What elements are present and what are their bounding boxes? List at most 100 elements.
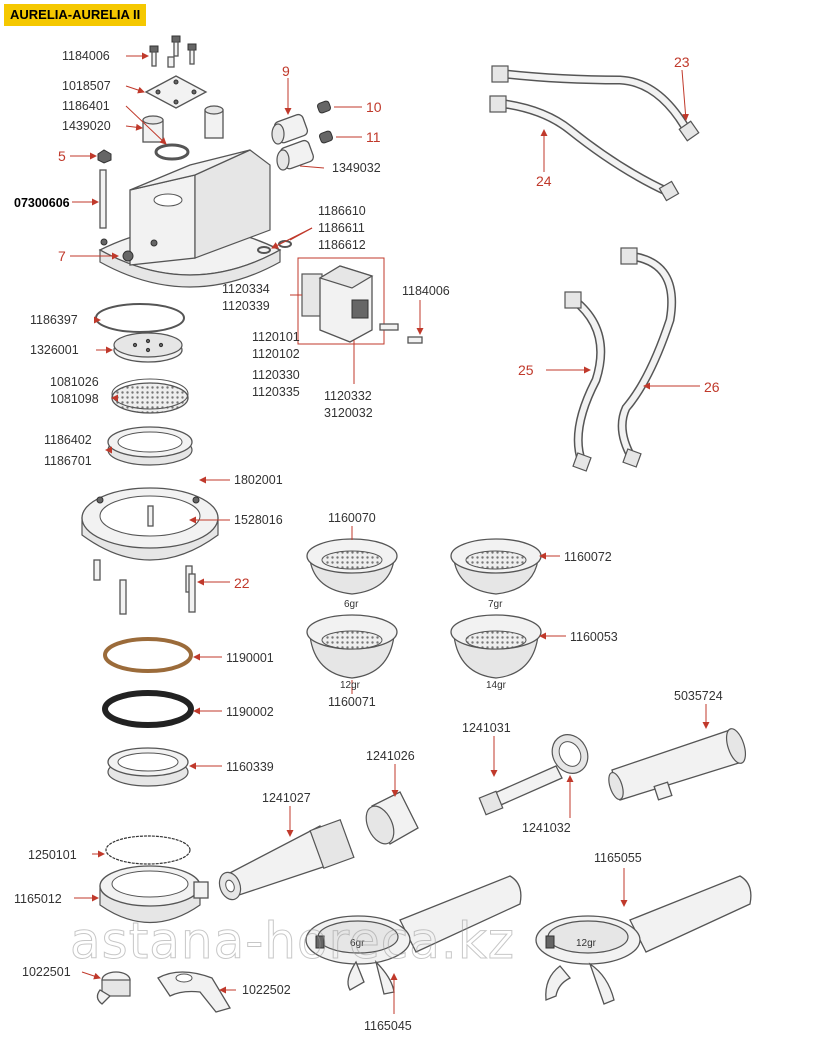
label-1349032: 1349032 [332, 161, 381, 175]
label-1120335: 1120335 [252, 385, 300, 399]
label-5035724: 5035724 [674, 689, 723, 703]
nut-5 [97, 149, 112, 164]
gasket-black [102, 690, 194, 728]
part-labels: 1184006 1018507 1186401 1439020 5 073006… [14, 49, 723, 1033]
label-1186402: 1186402 [44, 433, 92, 447]
filter-basket-6gr [306, 538, 398, 595]
label-1120330: 1120330 [252, 368, 300, 382]
portafilter-body [99, 865, 209, 923]
bolts-22 [93, 559, 196, 615]
label-1326001: 1326001 [30, 343, 79, 357]
spout-1022501 [96, 971, 131, 1005]
label-12gr-portafilter: 12gr [576, 938, 597, 949]
label-1250101: 1250101 [28, 848, 77, 862]
group-ring [81, 487, 219, 561]
handle-5035724 [608, 728, 747, 801]
label-12gr: 12gr [340, 680, 361, 691]
label-14gr: 14gr [486, 680, 507, 691]
spacer-ring [107, 426, 193, 466]
small-pin [167, 56, 175, 68]
pipe-24 [489, 95, 680, 202]
label-1160072: 1160072 [564, 550, 612, 564]
label-1160071: 1160071 [328, 695, 376, 709]
label-1120334: 1120334 [222, 282, 270, 296]
label-1165055: 1165055 [594, 851, 642, 865]
label-11: 11 [366, 129, 381, 145]
label-25: 25 [518, 362, 534, 378]
rod-1241031 [478, 765, 563, 816]
label-1186401: 1186401 [62, 99, 110, 113]
label-10: 10 [366, 99, 382, 115]
top-plate [144, 75, 208, 109]
label-1241031: 1241031 [462, 721, 511, 735]
filter-ring [107, 747, 189, 787]
watermark-text: astana-horeca.kz [70, 912, 515, 970]
label-1439020: 1439020 [62, 119, 111, 133]
label-23: 23 [674, 54, 690, 70]
label-1802001: 1802001 [234, 473, 283, 487]
group-body [98, 105, 282, 288]
label-1184006-top: 1184006 [62, 49, 110, 63]
label-22: 22 [234, 575, 250, 591]
label-1018507: 1018507 [62, 79, 111, 93]
label-6gr: 6gr [344, 599, 359, 610]
handle-1241027 [218, 818, 355, 901]
fitting-lower [276, 139, 315, 171]
label-7gr: 7gr [488, 599, 503, 610]
label-1081026: 1081026 [50, 375, 99, 389]
label-7: 7 [58, 248, 66, 264]
label-1241026: 1241026 [366, 749, 415, 763]
label-1184006-right: 1184006 [402, 284, 450, 298]
label-26: 26 [704, 379, 720, 395]
label-1528016: 1528016 [234, 513, 283, 527]
top-screw-2 [171, 35, 181, 57]
pipe-25 [564, 291, 606, 472]
label-1160070: 1160070 [328, 511, 376, 525]
sleeve-1241026 [365, 791, 419, 845]
label-1186610: 1186610 [318, 204, 366, 218]
pipe-23 [491, 65, 700, 142]
label-1190002: 1190002 [226, 705, 274, 719]
pipe-26 [617, 247, 677, 468]
label-1186611: 1186611 [318, 221, 365, 235]
label-9: 9 [282, 63, 290, 79]
label-6gr-portafilter: 6gr [350, 938, 365, 949]
label-1186397: 1186397 [30, 313, 78, 327]
label-1186612: 1186612 [318, 238, 366, 252]
label-1241032: 1241032 [522, 821, 571, 835]
diffuser [113, 332, 183, 363]
fitting-upper [271, 113, 309, 145]
label-1120102: 1120102 [252, 347, 300, 361]
plug-11 [318, 130, 334, 144]
label-1186701: 1186701 [44, 454, 92, 468]
diagram-title: AURELIA-AURELIA II [4, 4, 147, 26]
label-1120101: 1120101 [252, 330, 300, 344]
ring-1241032 [551, 734, 589, 774]
label-3120032: 3120032 [324, 406, 373, 420]
filter-basket-14gr [450, 614, 542, 679]
label-1120332: 1120332 [324, 389, 372, 403]
label-5: 5 [58, 148, 66, 164]
gasket-ring [95, 303, 185, 333]
top-screw-3 [187, 43, 197, 65]
label-1120339: 1120339 [222, 299, 270, 313]
o-ring-top [154, 143, 190, 161]
portafilter-12gr [535, 875, 752, 1005]
label-1241027: 1241027 [262, 791, 311, 805]
filter-basket-7gr [450, 538, 542, 595]
solenoid-valve [297, 257, 423, 345]
label-07300606: 07300606 [14, 196, 70, 210]
washer-1 [257, 246, 271, 254]
plug-10 [316, 100, 332, 114]
label-1160339: 1160339 [226, 760, 274, 774]
label-1022502: 1022502 [242, 983, 291, 997]
label-1022501: 1022501 [22, 965, 71, 979]
top-screw-1 [149, 45, 159, 67]
label-24: 24 [536, 173, 552, 189]
group-head-assembly [81, 35, 423, 787]
spout-1022502 [157, 971, 231, 1013]
portafilter-6gr [305, 875, 522, 995]
label-1165045: 1165045 [364, 1019, 412, 1033]
